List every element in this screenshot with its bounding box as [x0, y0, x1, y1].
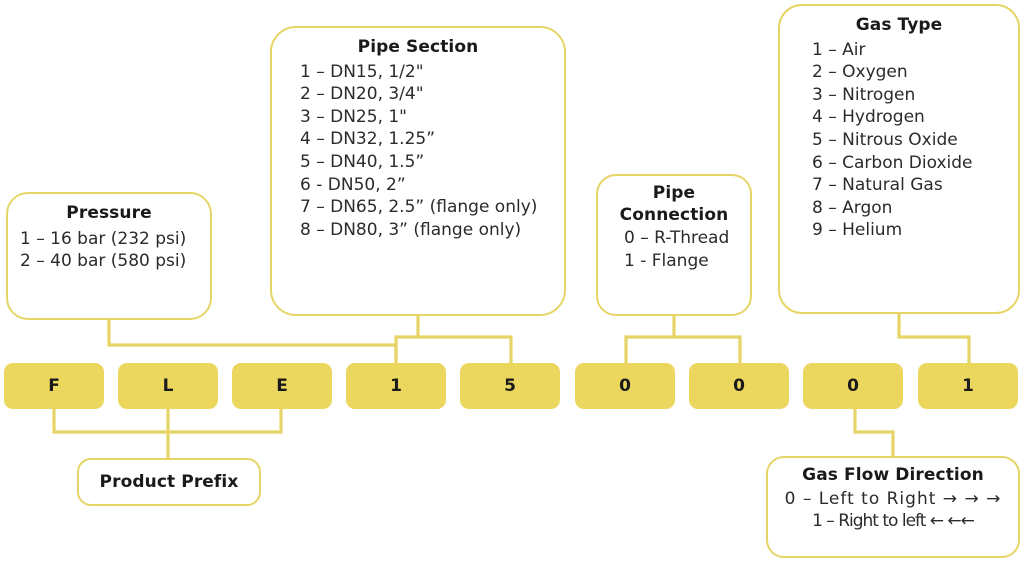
callout-pipe-section-item-1: 1 – DN15, 1/2": [300, 61, 424, 82]
callout-pipe-section-title: Pipe Section: [357, 37, 479, 57]
connector-pipe-connection-left: [624, 316, 676, 363]
code-block-4[interactable]: 1: [346, 363, 446, 409]
callout-pipe-section-item-4: 4 – DN32, 1.25”: [300, 129, 436, 150]
callout-gas-type-item-6: 6 – Carbon Dioxide: [812, 152, 973, 173]
callout-pressure-item-2: 2 – 40 bar (580 psi): [20, 251, 187, 272]
callout-pipe-connection: Pipe Connection 0 – R-Thread 1 - Flange: [596, 174, 752, 316]
callout-pipe-section: Pipe Section 1 – DN15, 1/2" 2 – DN20, 3/…: [270, 26, 566, 316]
callout-pressure-title: Pressure: [66, 203, 152, 223]
connector-pressure: [107, 320, 398, 363]
callout-gas-flow-direction-title: Gas Flow Direction: [802, 465, 984, 485]
connector-pipe-connection-right: [674, 335, 742, 363]
callout-pipe-connection-title-line2: Connection: [619, 204, 729, 225]
code-block-2[interactable]: L: [118, 363, 218, 409]
callout-gas-flow-direction-item-1: 0 – Left to Right → → →: [784, 488, 1002, 509]
connector-pipe-section-right: [418, 335, 513, 363]
callout-product-prefix-title: Product Prefix: [99, 471, 239, 492]
connector-gas-type: [897, 314, 971, 363]
callout-pipe-section-item-8: 8 – DN80, 3” (flange only): [300, 219, 522, 240]
callout-pipe-section-item-6: 6 - DN50, 2”: [300, 174, 406, 195]
code-block-6[interactable]: 0: [575, 363, 675, 409]
callout-gas-type-item-7: 7 – Natural Gas: [812, 175, 943, 196]
code-block-1[interactable]: F: [4, 363, 104, 409]
code-block-3[interactable]: E: [232, 363, 332, 409]
callout-gas-type-item-5: 5 – Nitrous Oxide: [812, 130, 958, 151]
connector-gas-flow: [853, 409, 895, 456]
callout-product-prefix: Product Prefix: [77, 458, 261, 506]
code-block-8[interactable]: 0: [803, 363, 903, 409]
callout-pressure: Pressure 1 – 16 bar (232 psi) 2 – 40 bar…: [6, 192, 212, 320]
callout-pipe-section-item-5: 5 – DN40, 1.5”: [300, 152, 425, 173]
callout-gas-type: Gas Type 1 – Air 2 – Oxygen 3 – Nitrogen…: [778, 4, 1020, 314]
callout-pipe-connection-item-1: 0 – R-Thread: [624, 228, 730, 249]
callout-gas-flow-direction-item-2: 1 – Right to left ← ←←: [812, 511, 975, 532]
code-block-7[interactable]: 0: [689, 363, 789, 409]
callout-pipe-connection-item-2: 1 - Flange: [624, 250, 709, 271]
callout-gas-type-item-1: 1 – Air: [812, 39, 866, 60]
callout-gas-type-item-8: 8 – Argon: [812, 197, 893, 218]
callout-pipe-section-item-3: 3 – DN25, 1": [300, 106, 408, 127]
code-block-5[interactable]: 5: [460, 363, 560, 409]
callout-gas-type-item-3: 3 – Nitrogen: [812, 84, 916, 105]
callout-gas-type-title: Gas Type: [855, 15, 943, 35]
callout-gas-type-item-4: 4 – Hydrogen: [812, 107, 925, 128]
code-block-9[interactable]: 1: [918, 363, 1018, 409]
callout-gas-type-item-2: 2 – Oxygen: [812, 62, 908, 83]
callout-pressure-item-1: 1 – 16 bar (232 psi): [20, 228, 187, 249]
callout-gas-flow-direction: Gas Flow Direction 0 – Left to Right → →…: [766, 456, 1020, 558]
callout-gas-type-item-9: 9 – Helium: [812, 220, 903, 241]
connector-pipe-section-left: [394, 316, 420, 363]
product-code-row: F L E 1 5 0 0 0 1: [0, 363, 1024, 409]
callout-pipe-section-item-7: 7 – DN65, 2.5” (flange only): [300, 197, 538, 218]
callout-pipe-connection-title-line1: Pipe: [652, 183, 696, 203]
callout-pipe-section-item-2: 2 – DN20, 3/4": [300, 84, 424, 105]
